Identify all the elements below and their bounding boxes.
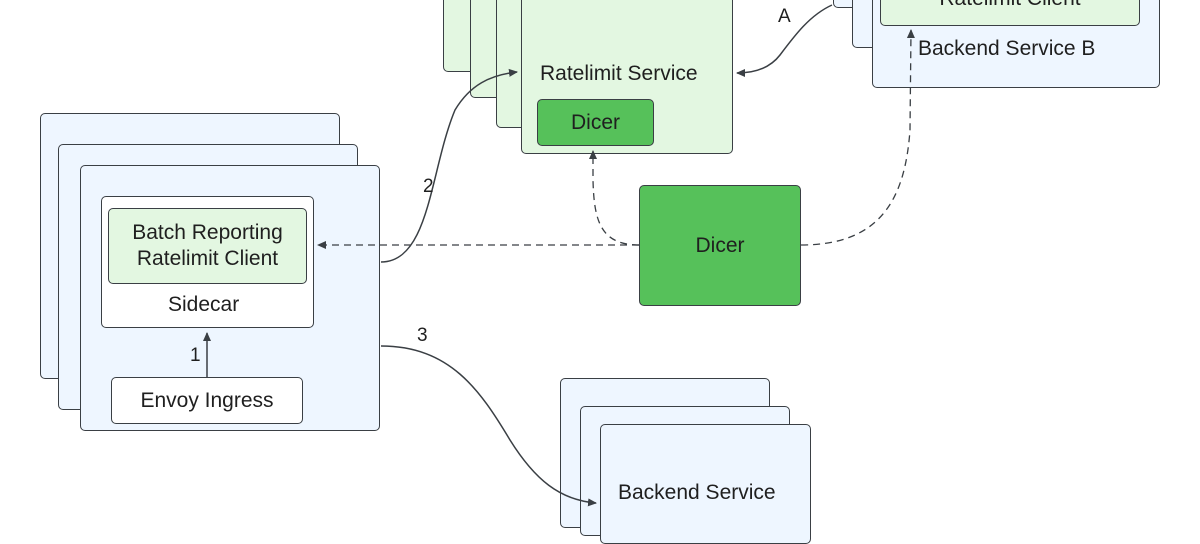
envoy-ingress-node: Envoy Ingress [111,377,303,424]
ratelimit-service-label: Ratelimit Service [540,62,698,85]
batch-client-line1: Batch Reporting [132,221,283,244]
sidecar-label: Sidecar [168,293,240,316]
dicer-inner-node: Dicer [537,99,654,146]
backend-service-b-label: Backend Service B [918,37,1096,60]
batch-reporting-client-node: Batch Reporting Ratelimit Client [108,208,307,284]
edge-label-3: 3 [417,325,428,346]
batch-client-line2: Ratelimit Client [136,247,279,270]
envoy-ingress-label: Envoy Ingress [140,388,274,412]
ratelimit-client-top-node: Ratelimit Client [880,0,1140,26]
edge-label-1: 1 [190,345,201,366]
ratelimit-client-top-label: Ratelimit Client [939,0,1080,11]
dicer-main-node: Dicer [639,185,801,306]
dicer-inner-label: Dicer [570,110,620,134]
edge-label-2: 2 [423,176,434,197]
edge-label-a: A [778,6,791,27]
edge-dicer-to-inner-dicer [589,150,640,246]
dicer-main-label: Dicer [695,233,745,257]
backend-service-label: Backend Service [618,481,776,504]
